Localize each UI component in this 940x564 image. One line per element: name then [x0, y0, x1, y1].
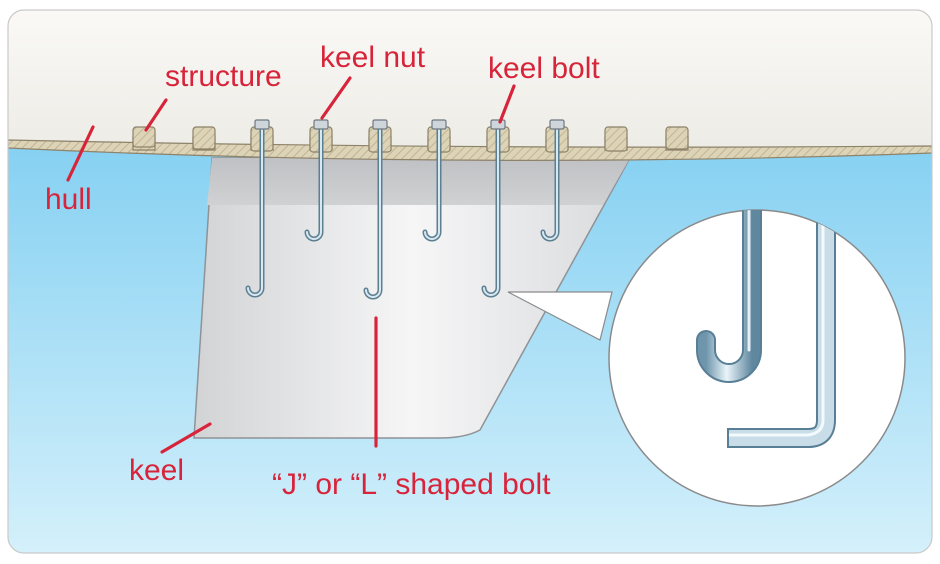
callout-pointer: [507, 291, 613, 341]
keel-bolt: [363, 127, 383, 300]
hull-leader: [66, 125, 95, 182]
keel-nut-label: keel nut: [320, 41, 426, 74]
keel-bolts: [245, 127, 560, 300]
keel-bolt: [422, 127, 442, 242]
hull-interior: [8, 10, 932, 157]
structure-label: structure: [165, 60, 282, 93]
keel-bolt: [540, 127, 560, 242]
keel-body: [193, 157, 632, 439]
keel-label: keel: [129, 454, 184, 487]
keel-bolt-label: keel bolt: [488, 52, 600, 85]
hull-label: hull: [45, 183, 92, 216]
j-bolt-icon: [696, 210, 762, 383]
keel-bolt: [245, 127, 265, 298]
keel-bolt: [304, 127, 324, 242]
keel-top-band: [207, 158, 630, 205]
frame: [7, 9, 933, 554]
keel-nuts: [254, 119, 565, 130]
l-bolt-icon: [727, 220, 836, 448]
bolt-shape-label: “J” or “L” shaped bolt: [272, 468, 551, 501]
keel-nut-leader: [320, 76, 352, 120]
structure-leader: [144, 98, 168, 132]
keel-leader: [160, 422, 212, 454]
keel-bolt-leader: [498, 84, 516, 124]
keel-bolt: [481, 127, 501, 298]
